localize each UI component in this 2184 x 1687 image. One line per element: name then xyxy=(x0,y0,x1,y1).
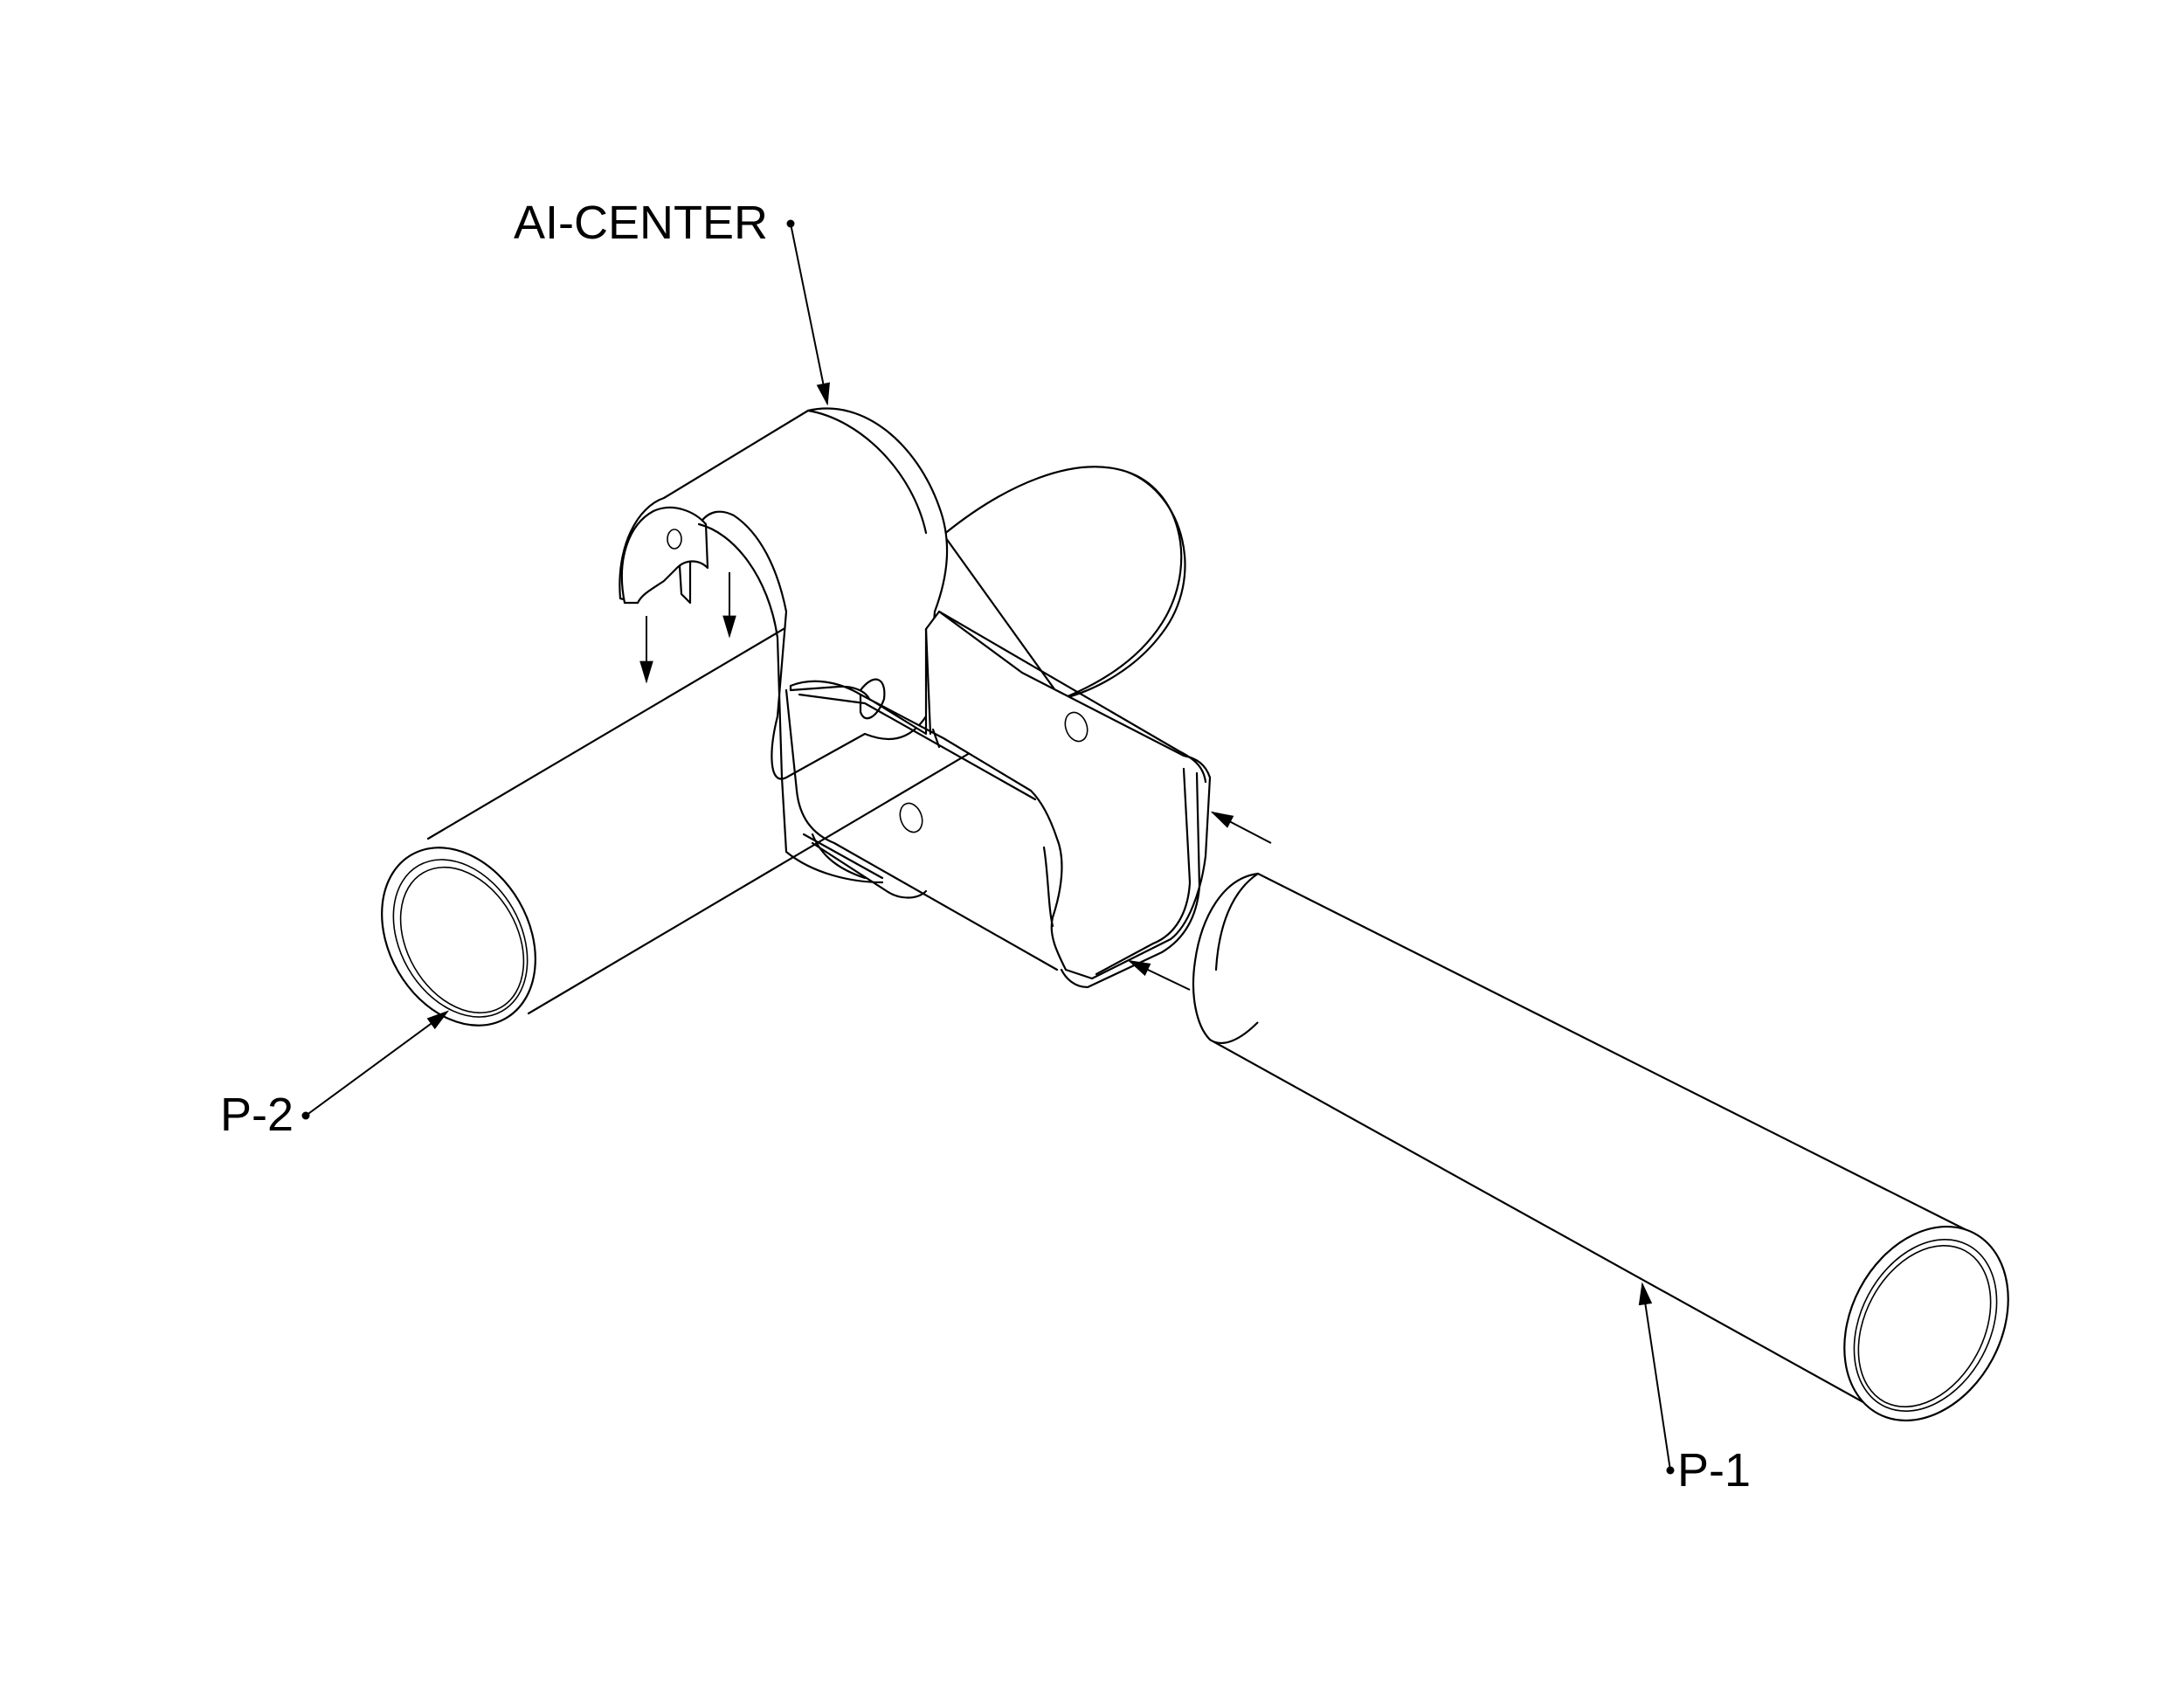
pipe-p1 xyxy=(1192,872,2009,1422)
callout-p2: P-2 xyxy=(220,1010,450,1141)
label-ai-center: AI-CENTER xyxy=(514,197,768,249)
assembly-arrows xyxy=(639,572,1272,991)
center-clamp xyxy=(619,407,1212,989)
insert-arrow-upper xyxy=(1210,811,1272,844)
label-p2: P-2 xyxy=(220,1089,294,1141)
label-p1: P-1 xyxy=(1677,1444,1751,1497)
callout-p1: P-1 xyxy=(1638,1282,1751,1497)
insert-arrow-lower xyxy=(1127,959,1191,991)
callout-ai-center: AI-CENTER xyxy=(514,197,830,406)
